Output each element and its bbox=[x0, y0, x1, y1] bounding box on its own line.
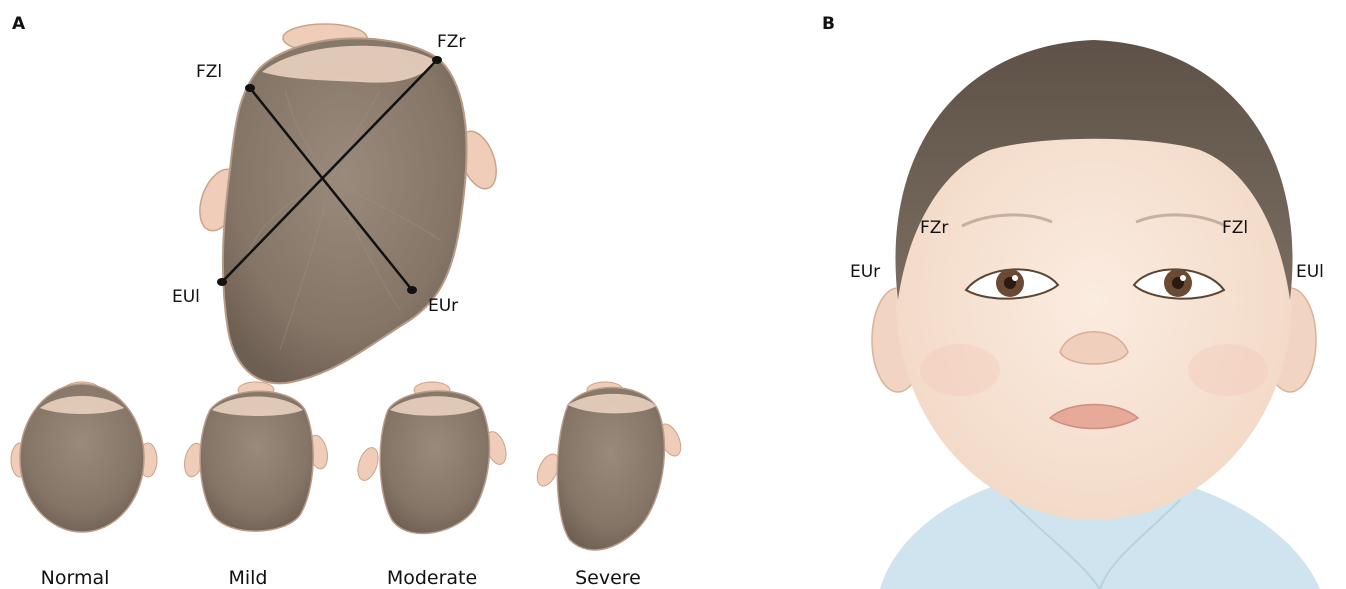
severity-label-normal: Normal bbox=[5, 567, 145, 589]
head-normal bbox=[11, 382, 157, 532]
baby-face-illustration bbox=[872, 40, 1320, 589]
severity-label-mild: Mild bbox=[178, 567, 318, 589]
label-b-fzr: FZr bbox=[920, 218, 948, 238]
head-mild bbox=[182, 382, 331, 531]
point-eul bbox=[217, 278, 227, 286]
head-severe bbox=[533, 382, 685, 550]
skull-outline bbox=[223, 38, 467, 383]
label-a-fzr: FZr bbox=[437, 32, 465, 52]
main-head-top-view bbox=[192, 24, 503, 383]
label-a-eul: EUl bbox=[172, 287, 200, 307]
head-moderate bbox=[354, 382, 510, 534]
label-a-eur: EUr bbox=[428, 296, 458, 316]
point-eur bbox=[407, 286, 417, 294]
severity-label-severe: Severe bbox=[538, 567, 678, 589]
point-fzr bbox=[432, 56, 442, 64]
point-fzl bbox=[245, 84, 255, 92]
label-a-fzl: FZl bbox=[196, 62, 222, 82]
label-b-fzl: FZl bbox=[1222, 218, 1248, 238]
severity-label-moderate: Moderate bbox=[362, 567, 502, 589]
label-b-eul: EUl bbox=[1296, 262, 1324, 282]
label-b-eur: EUr bbox=[850, 262, 880, 282]
